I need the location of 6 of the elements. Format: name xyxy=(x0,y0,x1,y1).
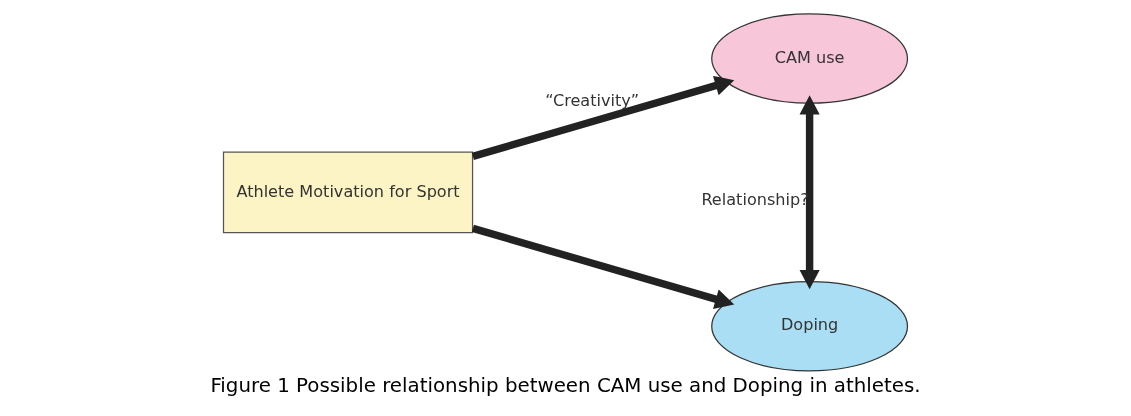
caption: Figure 1 Possible relationship between CAM use and Doping in athletes. xyxy=(210,373,921,397)
arrow xyxy=(471,224,735,309)
edge-label: “Creativity” xyxy=(545,90,640,110)
arrow xyxy=(799,94,820,289)
arrow xyxy=(471,75,735,160)
node-box: Athlete Motivation for Sport xyxy=(222,151,474,233)
